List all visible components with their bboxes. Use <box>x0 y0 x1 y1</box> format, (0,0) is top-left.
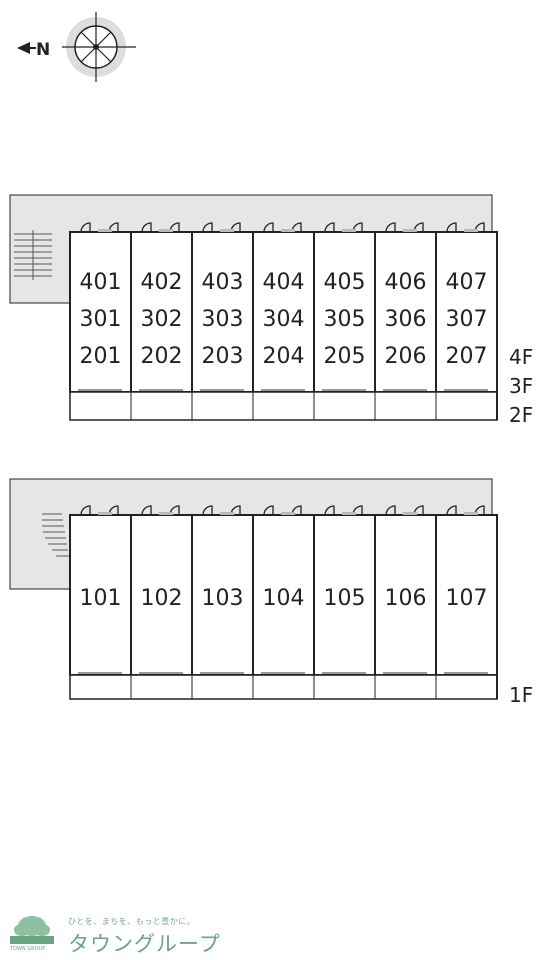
unit-number: 407 <box>446 270 488 295</box>
floor-label: 3F <box>509 374 533 398</box>
unit-outline <box>191 514 254 676</box>
north-arrow-icon <box>17 42 30 54</box>
unit-outline <box>69 514 132 676</box>
unit-number: 101 <box>80 586 122 611</box>
logo-mark-text: TOWN GROUP <box>10 946 46 952</box>
logo-company-name: タウングループ <box>68 932 221 956</box>
lower-stairs-icon <box>42 513 69 557</box>
door-icon <box>385 505 424 516</box>
unit-number: 405 <box>324 270 366 295</box>
unit-number: 205 <box>324 344 366 369</box>
logo-tagline: ひとを、まちを、もっと豊かに。 <box>68 917 196 926</box>
upper-stairs-icon <box>14 230 52 280</box>
unit-outline <box>313 514 376 676</box>
unit-number: 202 <box>141 344 183 369</box>
unit-number: 105 <box>324 586 366 611</box>
door-icon <box>141 222 180 233</box>
door-icon <box>141 505 180 516</box>
upper-units <box>69 222 498 421</box>
unit-number: 307 <box>446 307 488 332</box>
unit-number: 401 <box>80 270 122 295</box>
door-icon <box>446 222 485 233</box>
door-icon <box>202 505 241 516</box>
unit-outline <box>130 514 193 676</box>
unit-number: 303 <box>202 307 244 332</box>
unit-number: 304 <box>263 307 305 332</box>
door-icon <box>324 505 363 516</box>
town-group-logo-icon <box>6 910 58 956</box>
upper-floor-labels: 4F 3F 2F <box>509 345 533 427</box>
unit-number: 107 <box>446 586 488 611</box>
door-icon <box>385 222 424 233</box>
door-icon <box>202 222 241 233</box>
unit-number: 206 <box>385 344 427 369</box>
unit-number: 207 <box>446 344 488 369</box>
floor-label: 1F <box>509 683 533 707</box>
compass-north-label: N <box>36 40 50 60</box>
door-icon <box>446 505 485 516</box>
compass-center-icon <box>93 44 99 50</box>
unit-number: 106 <box>385 586 427 611</box>
unit-number: 204 <box>263 344 305 369</box>
balcony-strip <box>69 391 498 421</box>
lower-unit-labels: 101 102 103 104 105 106 107 <box>80 586 488 611</box>
unit-number: 404 <box>263 270 305 295</box>
upper-block: 401 301 201 402 302 202 403 303 203 404 304 204 405 3… <box>9 194 533 427</box>
balcony-strip <box>69 674 498 700</box>
unit-number: 104 <box>263 586 305 611</box>
unit-number: 102 <box>141 586 183 611</box>
lower-block: 101 102 103 104 105 106 107 1F <box>9 478 533 707</box>
door-icon <box>80 222 119 233</box>
unit-number: 301 <box>80 307 122 332</box>
unit-number: 201 <box>80 344 122 369</box>
compass: N <box>17 12 136 82</box>
unit-number: 402 <box>141 270 183 295</box>
door-icon <box>263 505 302 516</box>
door-icon <box>263 222 302 233</box>
unit-outline <box>252 231 315 393</box>
door-icon <box>324 222 363 233</box>
lower-units <box>69 505 498 700</box>
lower-floor-labels: 1F <box>509 683 533 707</box>
door-icon <box>80 505 119 516</box>
unit-number: 103 <box>202 586 244 611</box>
unit-number: 203 <box>202 344 244 369</box>
unit-number: 305 <box>324 307 366 332</box>
upper-unit-labels: 401 301 201 402 302 202 403 303 203 404 304 204 405 3… <box>80 270 488 369</box>
unit-number: 302 <box>141 307 183 332</box>
floor-label: 4F <box>509 345 533 369</box>
unit-number: 403 <box>202 270 244 295</box>
floor-label: 2F <box>509 403 533 427</box>
unit-number: 306 <box>385 307 427 332</box>
unit-number: 406 <box>385 270 427 295</box>
